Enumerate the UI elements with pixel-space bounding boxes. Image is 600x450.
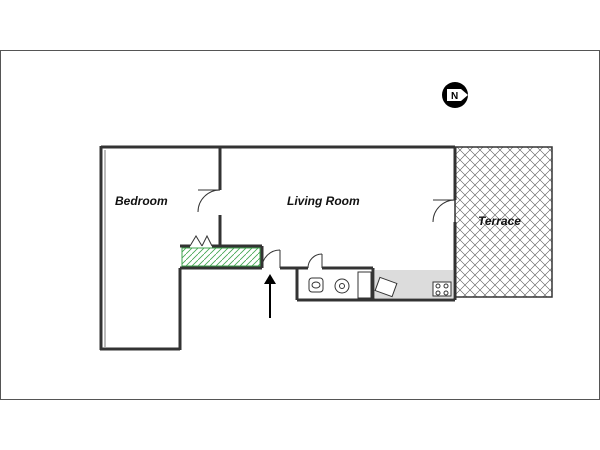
- floor-plan-svg: Bedroom Living Room Terrace N: [0, 50, 600, 400]
- closet-area: [181, 247, 261, 267]
- north-compass-icon: N: [442, 82, 468, 108]
- entrance-arrow-icon: [264, 274, 276, 318]
- svg-text:N: N: [451, 91, 458, 102]
- bedroom-door-swing: [197, 189, 221, 213]
- fixtures: [308, 271, 452, 299]
- doors: [189, 189, 456, 269]
- walls: [99, 145, 457, 351]
- terrace-label: Terrace: [478, 214, 521, 228]
- living-room-label: Living Room: [287, 194, 360, 208]
- floor-plan-frame: Bedroom Living Room Terrace N: [0, 50, 600, 400]
- bedroom-label: Bedroom: [115, 194, 168, 208]
- terrace-area: [454, 146, 553, 298]
- kitchen-sink-icon: [374, 276, 398, 298]
